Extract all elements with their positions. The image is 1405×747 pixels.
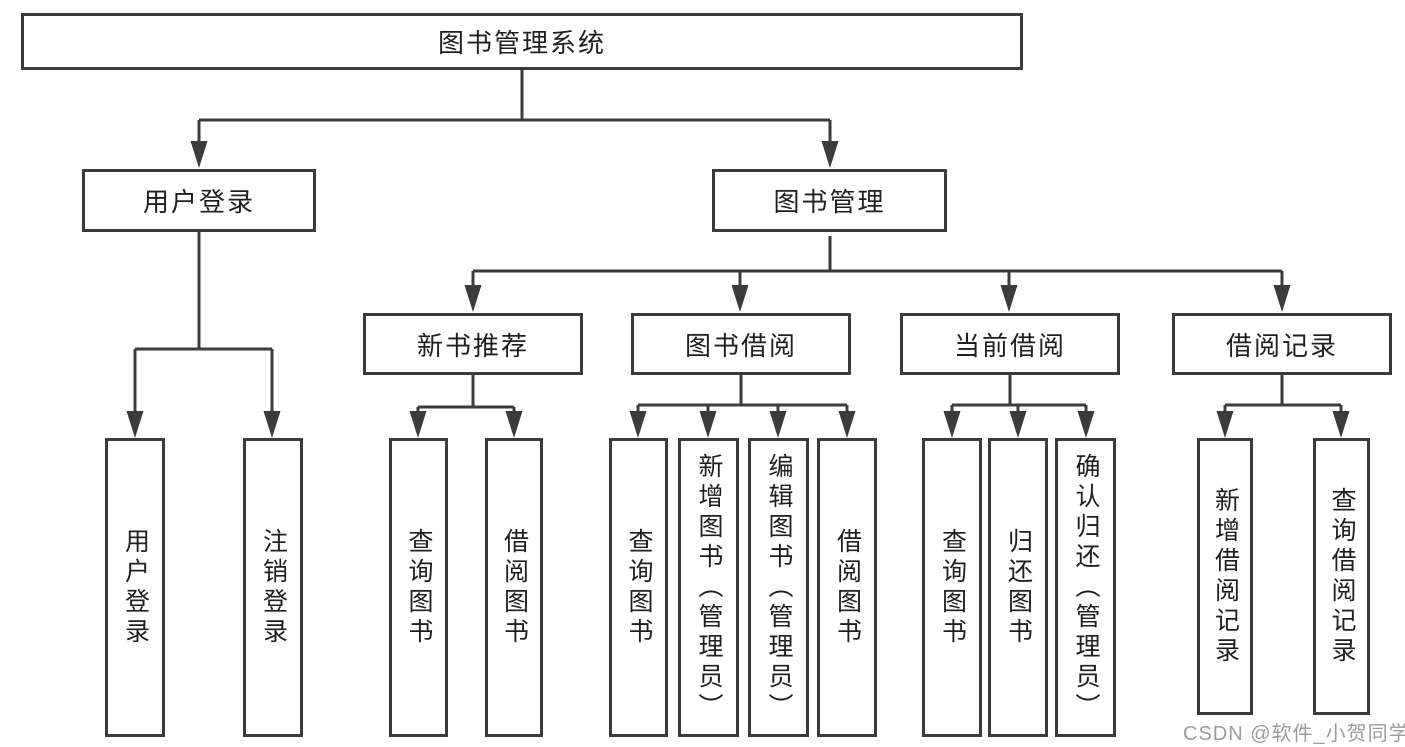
edge-current-borrow <box>950 375 1088 413</box>
node-leaf-confirm-return: 确认归还（管理员） <box>1055 438 1116 737</box>
leaf-label: 编辑图书（管理员） <box>765 452 793 723</box>
leaf-label: 借阅图书 <box>500 527 529 648</box>
node-borrow-records: 借阅记录 <box>1172 313 1392 375</box>
leaf-label: 查询图书 <box>625 527 653 648</box>
node-user-login: 用户登录 <box>82 169 316 232</box>
node-root: 图书管理系统 <box>21 13 1023 70</box>
leaf-label: 新增图书（管理员） <box>695 452 723 723</box>
node-leaf-query-record: 查询借阅记录 <box>1313 438 1370 715</box>
node-book-mgmt: 图书管理 <box>712 169 947 232</box>
arrowheads <box>126 141 1350 438</box>
leaf-label: 确认归还（管理员） <box>1072 452 1100 723</box>
edge-borrow-records <box>1223 375 1343 413</box>
node-book-borrow: 图书借阅 <box>631 313 851 375</box>
leaf-label: 查询图书 <box>938 527 967 648</box>
node-leaf-borrow-books-2: 借阅图书 <box>817 438 877 737</box>
node-leaf-logout: 注销登录 <box>243 438 303 737</box>
node-leaf-add-record: 新增借阅记录 <box>1197 438 1253 715</box>
node-current-borrow: 当前借阅 <box>900 313 1120 375</box>
edge-new-book-rec <box>416 375 516 413</box>
leaf-label: 用户登录 <box>121 527 150 648</box>
leaf-label: 查询借阅记录 <box>1328 486 1356 667</box>
leaf-label: 归还图书 <box>1004 527 1033 648</box>
leaf-label: 注销登录 <box>259 527 288 648</box>
node-leaf-query-books-2: 查询图书 <box>609 438 668 737</box>
node-leaf-return-book: 归还图书 <box>988 438 1048 737</box>
leaf-label: 查询图书 <box>405 527 433 648</box>
node-leaf-add-book: 新增图书（管理员） <box>678 438 739 737</box>
leaf-label: 借阅图书 <box>833 527 862 648</box>
edge-root <box>197 70 832 143</box>
node-leaf-query-books-3: 查询图书 <box>922 438 982 737</box>
edge-book-borrow <box>636 375 849 413</box>
node-new-book-rec: 新书推荐 <box>363 313 583 375</box>
leaf-label: 新增借阅记录 <box>1211 486 1240 667</box>
csdn-watermark: CSDN @软件_小贺同学 <box>1183 723 1405 745</box>
node-leaf-borrow-books-1: 借阅图书 <box>485 438 543 737</box>
node-leaf-edit-book: 编辑图书（管理员） <box>748 438 809 737</box>
edge-book-mgmt <box>471 236 1284 287</box>
node-leaf-user-login: 用户登录 <box>105 438 165 737</box>
edge-user-login <box>133 232 274 413</box>
node-leaf-query-books-1: 查询图书 <box>389 438 448 737</box>
